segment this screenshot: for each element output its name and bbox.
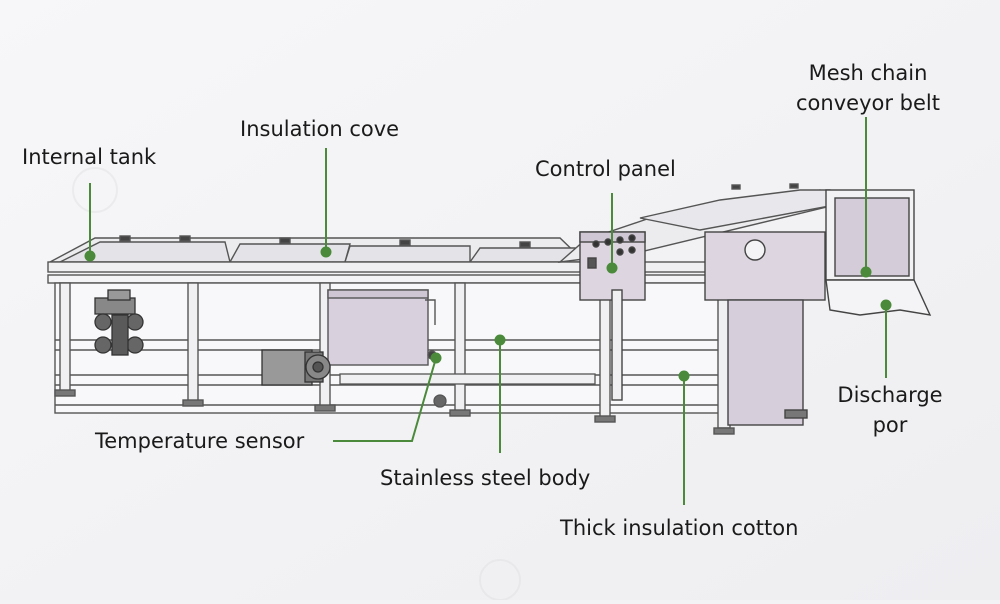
label-insulation-cove: Insulation cove bbox=[240, 117, 400, 141]
label-temperature-sensor: Temperature sensor bbox=[95, 429, 305, 453]
label-control-panel: Control panel bbox=[535, 157, 676, 181]
callout-lines bbox=[84, 117, 892, 505]
inner-box bbox=[327, 289, 437, 366]
label-thick-insulation-cotton: Thick insulation cotton bbox=[560, 516, 799, 540]
label-internal-tank: Internal tank bbox=[22, 145, 157, 169]
valve-assembly bbox=[94, 289, 144, 356]
conveyor-housing bbox=[704, 189, 932, 426]
label-stainless-steel-body: Stainless steel body bbox=[380, 466, 591, 490]
pipe bbox=[339, 373, 596, 408]
leader-temperature-sensor bbox=[333, 357, 437, 442]
label-discharge-por: Discharge por bbox=[837, 383, 943, 437]
pump-motor bbox=[261, 349, 331, 386]
label-mesh-chain-conveyor-belt: Mesh chain conveyor belt bbox=[796, 61, 940, 115]
